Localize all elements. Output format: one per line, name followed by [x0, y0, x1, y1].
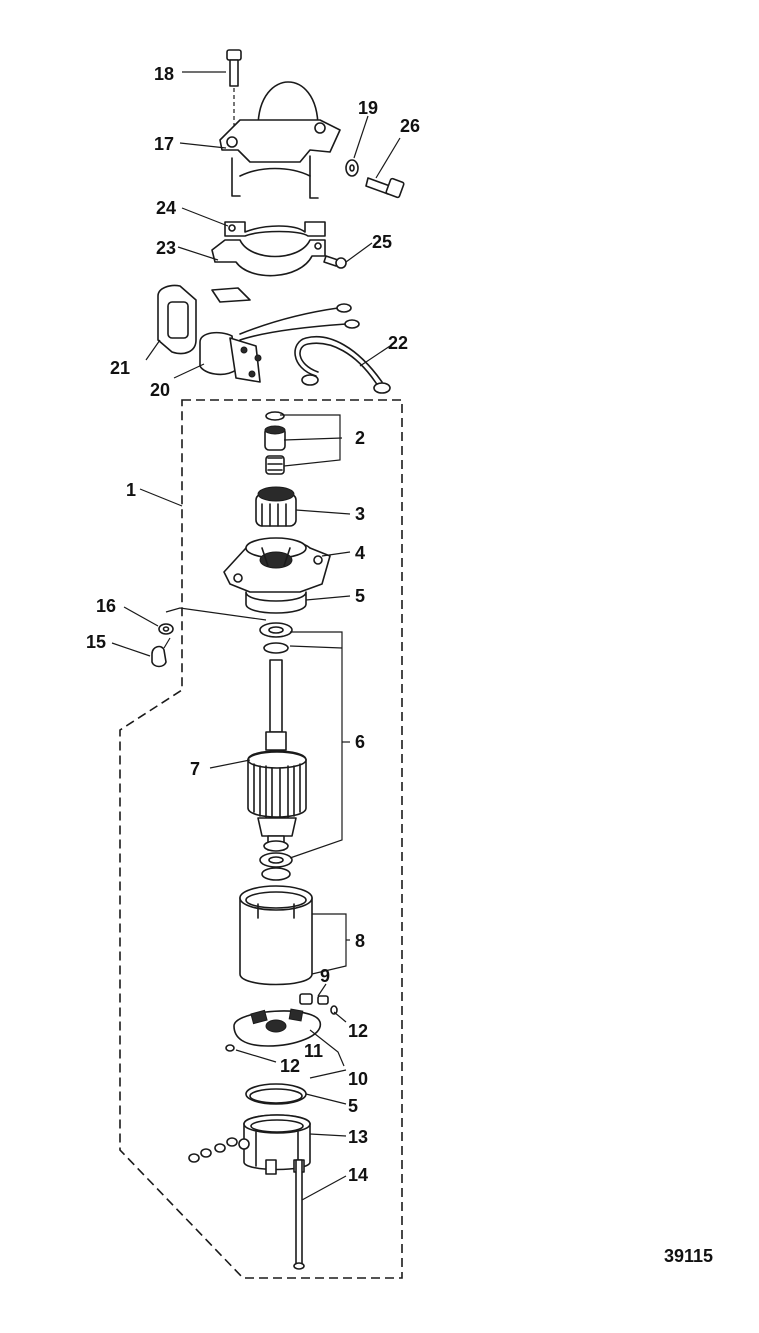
bracket-icon — [211, 221, 326, 303]
callout-14: 14 — [348, 1165, 368, 1185]
leader-lines — [111, 71, 401, 1201]
callout-1: 1 — [126, 480, 136, 500]
callout-15: 15 — [86, 632, 106, 652]
boot-icon — [157, 284, 197, 355]
armature-icon — [247, 659, 307, 851]
callout-26: 26 — [400, 116, 420, 136]
bolt-icon — [226, 49, 242, 132]
screw-icon — [323, 255, 347, 269]
callout-25: 25 — [372, 232, 392, 252]
callout-9: 9 — [320, 966, 330, 986]
callout-5: 5 — [355, 586, 365, 606]
figure-number: 39115 — [664, 1246, 713, 1266]
callout-19: 19 — [358, 98, 378, 118]
callout-16: 16 — [96, 596, 116, 616]
washer-icon — [259, 840, 293, 881]
brush-plate-icon — [225, 993, 338, 1052]
washer-icon — [259, 622, 293, 654]
solenoid-icon — [199, 303, 360, 383]
callout-7: 7 — [190, 759, 200, 779]
drive-kit-icon — [264, 411, 286, 475]
callout-17: 17 — [154, 134, 174, 154]
callout-8: 8 — [355, 931, 365, 951]
washer-icon — [158, 623, 174, 635]
callout-12: 12 — [280, 1056, 300, 1076]
callout-21: 21 — [110, 358, 130, 378]
cable-icon — [294, 336, 391, 394]
screw-icon — [151, 637, 171, 668]
end-cap-icon — [223, 537, 331, 614]
callout-13: 13 — [348, 1127, 368, 1147]
washer-icon — [345, 159, 359, 177]
callout-12: 12 — [348, 1021, 368, 1041]
callout-10: 10 — [348, 1069, 368, 1089]
callout-2: 2 — [355, 428, 365, 448]
callout-18: 18 — [154, 64, 174, 84]
callout-6: 6 — [355, 732, 365, 752]
callout-4: 4 — [355, 543, 365, 563]
assembly-boundary — [119, 399, 403, 1279]
callout-labels: 18 17 19 26 24 23 25 21 20 22 1 2 3 4 5 … — [86, 64, 420, 1185]
callout-22: 22 — [388, 333, 408, 353]
screw-icon — [365, 177, 405, 199]
callout-11: 11 — [304, 1041, 323, 1061]
thru-bolt-icon — [293, 1159, 305, 1270]
solenoid-cover-icon — [219, 81, 341, 199]
frame-icon — [239, 885, 313, 986]
callout-24: 24 — [156, 198, 176, 218]
commutator-cap-icon — [188, 1083, 311, 1175]
callout-3: 3 — [355, 504, 365, 524]
callout-5: 5 — [348, 1096, 358, 1116]
pinion-icon — [255, 486, 297, 527]
callout-23: 23 — [156, 238, 176, 258]
callout-20: 20 — [150, 380, 170, 400]
